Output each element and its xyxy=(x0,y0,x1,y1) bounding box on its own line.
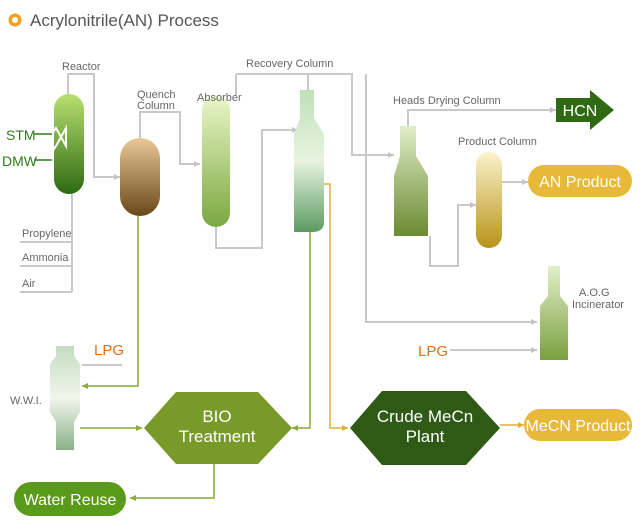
crude-mecn-label: Crude MeCn xyxy=(377,407,473,426)
reactor-label: Reactor xyxy=(62,61,101,73)
an-product-output xyxy=(528,165,632,197)
recovery-to-crude-line xyxy=(324,183,348,431)
reactor-to-quench-line xyxy=(67,73,120,180)
heads-to-product-line xyxy=(429,202,476,267)
hcn-label: HCN xyxy=(563,103,598,120)
recovery-column-vessel xyxy=(294,90,324,232)
title-bullet-icon xyxy=(8,13,22,27)
an-product-label: AN Product xyxy=(539,174,621,191)
page-title: Acrylonitrile(AN) Process xyxy=(30,11,219,30)
aog-label-2: Incinerator xyxy=(572,299,624,311)
wwi-label: W.W.I. xyxy=(10,395,42,407)
quench-column-vessel xyxy=(120,138,160,216)
heads-drying-label: Heads Drying Column xyxy=(393,95,501,107)
absorber-label: Absorber xyxy=(197,92,242,104)
water-reuse-label: Water Reuse xyxy=(24,492,117,509)
ammonia-label: Ammonia xyxy=(22,252,69,264)
mecn-product-label: MeCN Product xyxy=(526,418,631,435)
quench-to-absorber-line xyxy=(139,111,200,167)
mecn-product-output xyxy=(524,409,632,441)
quench-label-1: Quench xyxy=(137,89,176,101)
aog-label-1: A.O.G xyxy=(579,287,610,299)
reactor-vessel xyxy=(54,94,84,194)
plant-label: Plant xyxy=(406,427,445,446)
water-reuse-output xyxy=(14,482,126,516)
heads-to-hcn-line xyxy=(407,107,556,126)
recovery-column-label: Recovery Column xyxy=(246,58,333,70)
product-column-label: Product Column xyxy=(458,136,537,148)
propylene-label: Propylene xyxy=(22,228,72,240)
wwi-vessel xyxy=(50,346,80,450)
bio-treatment-unit xyxy=(144,392,292,464)
recovery-to-bio-line xyxy=(292,232,311,431)
aog-incinerator-vessel xyxy=(540,266,568,360)
quench-to-wwi-line xyxy=(82,215,139,389)
absorber-to-recovery-line xyxy=(215,127,298,249)
absorber-vessel xyxy=(202,96,230,227)
heat-exchanger-coil-icon xyxy=(49,124,67,156)
air-label: Air xyxy=(22,278,36,290)
bio-to-water-line xyxy=(130,462,215,501)
lpg-label-wwi: LPG xyxy=(94,342,124,359)
stm-label: STM xyxy=(6,127,36,143)
to-aog-line xyxy=(365,74,537,325)
hcn-output xyxy=(556,90,614,130)
dmw-label: DMW xyxy=(2,153,38,169)
recovery-to-heads-line xyxy=(308,73,394,158)
quench-label-2: Column xyxy=(137,100,175,112)
bio-label: BIO xyxy=(202,407,231,426)
lpg-label-aog: LPG xyxy=(418,343,448,360)
heads-drying-column-vessel xyxy=(394,126,428,236)
product-column-vessel xyxy=(476,152,502,248)
crude-mecn-plant-unit xyxy=(350,391,500,465)
recovery-top-line xyxy=(236,73,309,90)
treatment-label: Treatment xyxy=(179,427,256,446)
